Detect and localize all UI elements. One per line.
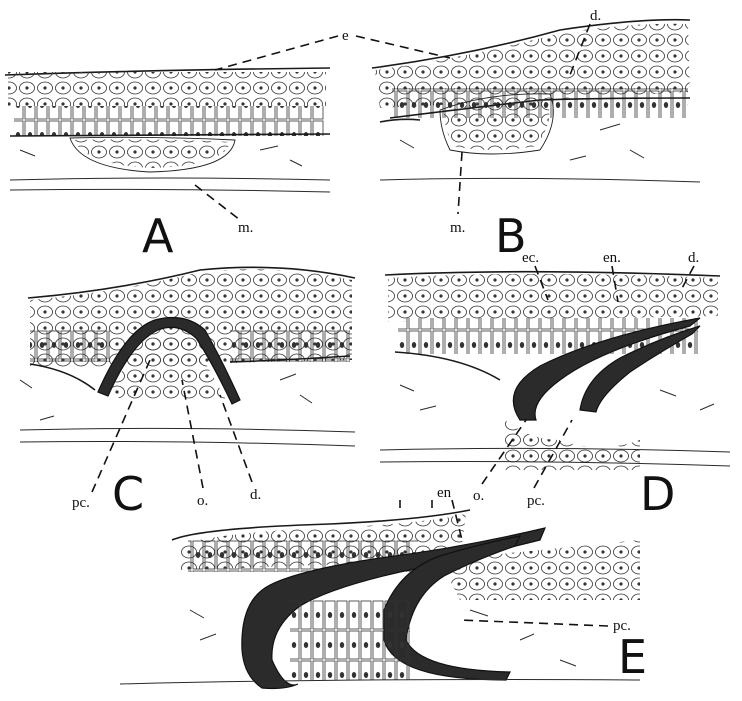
panel-a-letter: A	[142, 209, 174, 263]
panel-d-letter: D	[640, 467, 675, 521]
panel-b: B d. m.	[372, 8, 700, 263]
label-m-b: m.	[450, 220, 465, 236]
label-d-b: d.	[590, 8, 601, 24]
label-e: e	[342, 28, 349, 44]
label-d-d: d.	[688, 250, 699, 266]
label-en-e: en	[437, 485, 452, 501]
label-ec-d: ec.	[522, 250, 539, 266]
label-m-a: m.	[238, 220, 253, 236]
label-o-c: o.	[197, 493, 208, 509]
label-en-d: en.	[603, 250, 621, 266]
label-pc-e: pc.	[613, 618, 631, 634]
panel-c: C pc. o. d.	[20, 267, 355, 521]
label-d-c: d.	[250, 487, 261, 503]
panel-e: E en pc.	[120, 485, 647, 689]
panel-d: D ec. en. d. o. pc.	[380, 250, 730, 521]
panel-a: A m.	[5, 68, 330, 263]
panel-e-letter: E	[618, 630, 647, 684]
label-o-d: o.	[473, 488, 484, 504]
panel-c-letter: C	[112, 467, 144, 521]
label-pc-d: pc.	[527, 493, 545, 509]
label-pc-c: pc.	[72, 495, 90, 511]
